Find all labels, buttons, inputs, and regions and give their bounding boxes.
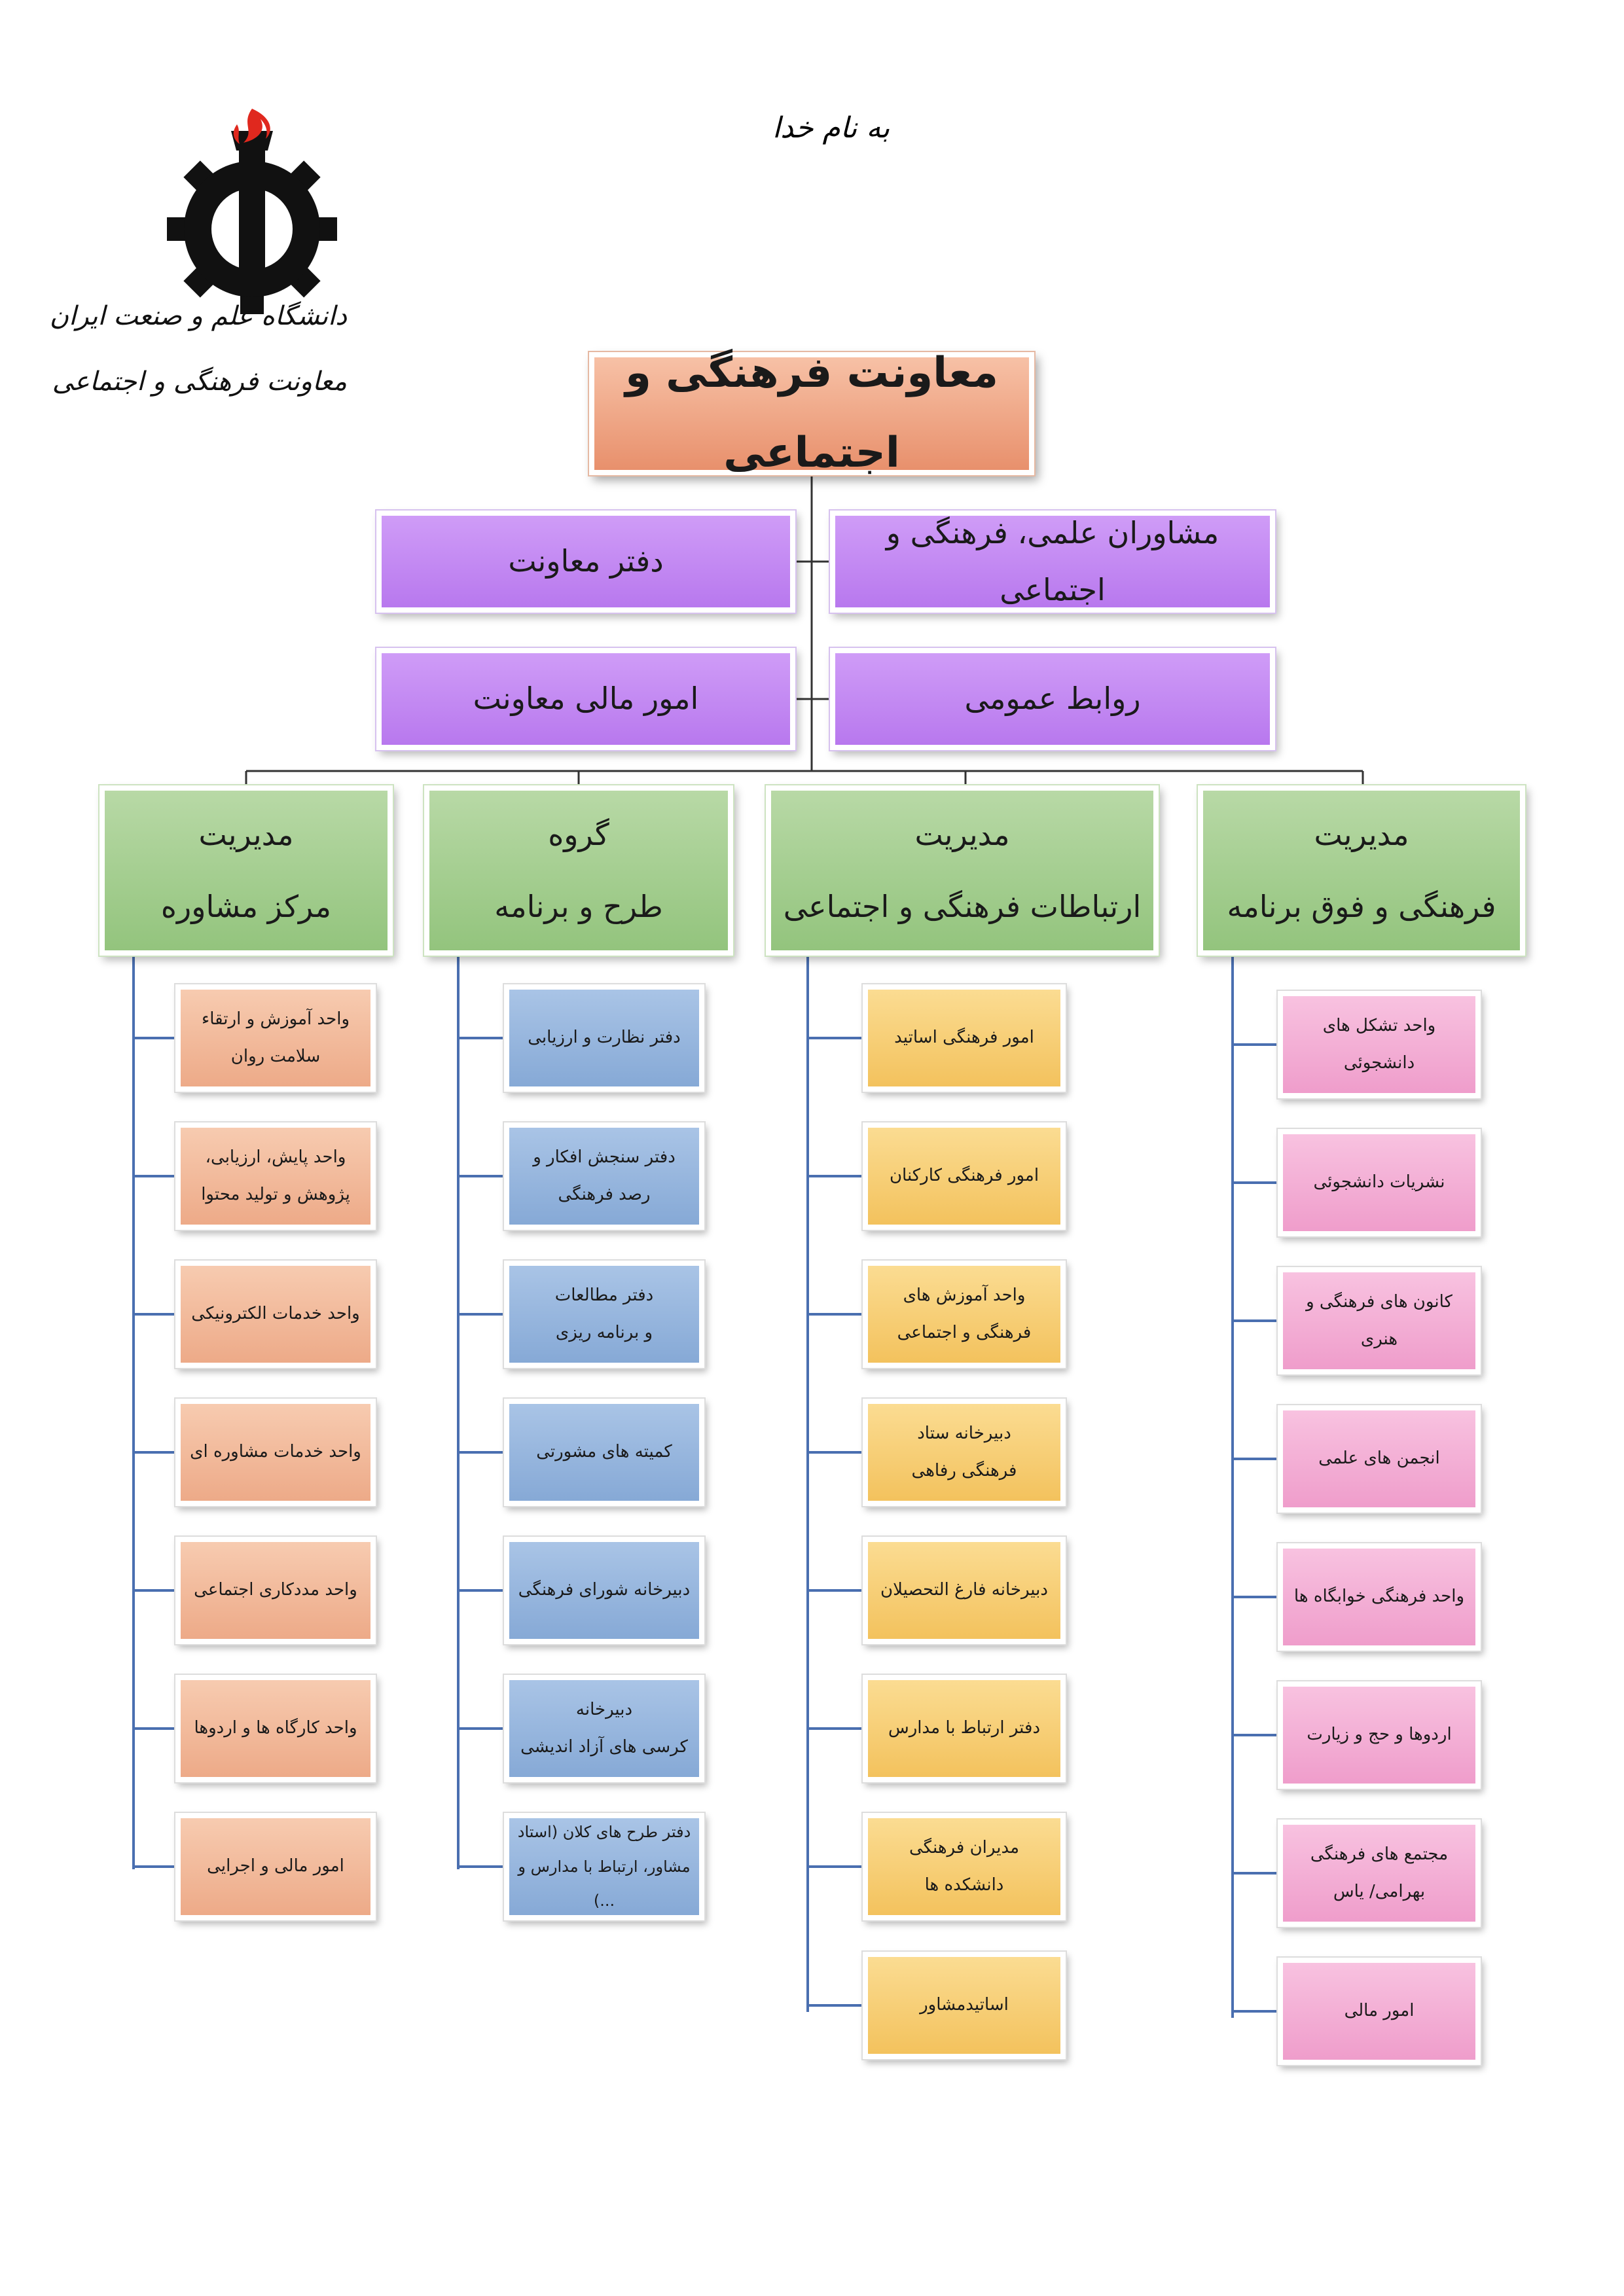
unit-line: نشریات دانشجوئی [1313,1172,1445,1193]
unit-line: دفتر طرح های کلان (استاد [517,1822,691,1841]
unit-box: امور فرهنگی کارکنان [863,1122,1066,1230]
unit-line: واحد تشکل های [1322,1015,1436,1035]
unit-line: انجمن های علمی [1318,1448,1440,1469]
root-box: معاونت فرهنگی و اجتماعی [589,349,1034,477]
unit-line: پژوهش و تولید محتوا [201,1185,350,1204]
dept-subtitle: طرح و برنامه [494,889,663,924]
unit-line: دانشکده ها [924,1875,1004,1895]
unit-line: واحد آموزش و ارتقاء [201,1009,350,1029]
unit-box: امور مالی و اجرایی [175,1813,376,1920]
public-relations-box: روابط عمومی [830,648,1275,750]
unit-box: اساتیدمشاور [863,1952,1066,2059]
unit-box: واحد تشکل های دانشجوئی [1278,991,1481,1098]
unit-line: واحد خدمات مشاوره ای [190,1442,361,1462]
unit-box: دفتر سنجش افکار و رصد فرهنگی [504,1122,704,1230]
unit-line: دبیرخانه [575,1699,633,1719]
unit-box: دفتر مطالعات و برنامه ریزی [504,1261,704,1368]
finance-box: امور مالی معاونت [376,648,795,750]
unit-box: دفتر طرح های کلان (استاد مشاور، ارتباط با… [504,1813,704,1920]
unit-line: دفتر ارتباط با مدارس [888,1718,1041,1738]
office-box: دفتر معاونت [376,511,795,613]
unit-line: امور فرهنگی اساتید [894,1028,1034,1048]
dept-subtitle: فرهنگی و فوق برنامه [1227,889,1496,924]
unit-line: مجتمع های فرهنگی [1310,1844,1449,1864]
unit-box: کمیته های مشورتی [504,1399,704,1506]
unit-box: نشریات دانشجوئی [1278,1129,1481,1236]
university-logo: دانشگاه علم و صنعت ایران معاونت فرهنگی و… [50,105,347,419]
unit-line: امور فرهنگی کارکنان [889,1166,1039,1186]
unit-line: بهرامی/ یاس [1333,1882,1426,1901]
unit-line: امور مالی [1344,2001,1415,2021]
advisors-box: مشاوران علمی، فرهنگی و اجتماعی [830,511,1275,613]
unit-line: دانشجوئی [1343,1053,1415,1073]
unit-box: واحد پایش، ارزیابی، پژوهش و تولید محتوا [175,1122,376,1230]
unit-box: انجمن های علمی [1278,1405,1481,1513]
dept-subtitle: مرکز مشاوره [160,889,332,924]
unit-box: واحد مددکاری اجتماعی [175,1537,376,1644]
dept-title: مدیریت [198,816,294,852]
unit-line: کانون های فرهنگی و هنری [1306,1291,1453,1349]
unit-line: واحد فرهنگی خوابگاه ها [1293,1587,1465,1607]
unit-box: دبیرخانه کرسی های آزاد اندیشی [504,1675,704,1782]
unit-line: و برنامه ریزی [555,1323,653,1342]
unit-line: سلامت روان [230,1047,321,1066]
unit-line: واحد خدمات الکترونیکی [191,1304,360,1324]
unit-box: واحد فرهنگی خوابگاه ها [1278,1543,1481,1651]
unit-box: کانون های فرهنگی و هنری [1278,1267,1481,1374]
unit-line: دبیرخانه فارغ التحصیلان [880,1580,1048,1600]
unit-line: دفتر مطالعات [554,1285,654,1305]
unit-line: کمیته های مشورتی [536,1442,672,1462]
unit-box: دفتر نظارت و ارزیابی [504,984,704,1092]
dept-title: مدیریت [1314,816,1409,852]
unit-line: دفتر نظارت و ارزیابی [528,1028,681,1048]
unit-line: مشاور، ارتباط با مدارس و ...) [518,1857,691,1910]
unit-box: اردوها و حج و زیارت [1278,1681,1481,1789]
unit-box: واحد آموزش های فرهنگی و اجتماعی [863,1261,1066,1368]
unit-box: واحد کارگاه ها و اردوها [175,1675,376,1782]
dept-communications-header: مدیریت ارتباطات فرهنگی و اجتماعی [766,785,1159,956]
unit-line: واحد کارگاه ها و اردوها [194,1718,357,1738]
unit-line: دفتر سنجش افکار و [533,1147,676,1167]
logo-deputy-name: معاونت فرهنگی و اجتماعی [52,367,347,397]
unit-box: دبیرخانه فارغ التحصیلان [863,1537,1066,1644]
unit-box: امور مالی [1278,1958,1481,2065]
unit-line: مدیران فرهنگی [909,1837,1020,1857]
unit-box: مجتمع های فرهنگی بهرامی/ یاس [1278,1820,1481,1927]
dept-title: مدیریت [914,816,1010,852]
unit-box: دبیرخانه ستاد فرهنگی رفاهی [863,1399,1066,1506]
dept-title: گروه [548,816,609,852]
unit-line: امور مالی و اجرایی [207,1856,344,1876]
dept-counseling-header: مدیریت مرکز مشاوره [99,785,393,956]
dept-planning-header: گروه طرح و برنامه [424,785,733,956]
dept-subtitle: ارتباطات فرهنگی و اجتماعی [783,889,1142,924]
unit-line: دبیرخانه شورای فرهنگی [518,1580,691,1600]
gear-torch-icon [167,109,337,314]
logo-university-name: دانشگاه علم و صنعت ایران [49,301,347,331]
unit-line: واحد آموزش های [903,1285,1026,1305]
unit-box: واحد خدمات الکترونیکی [175,1261,376,1368]
unit-box: دفتر ارتباط با مدارس [863,1675,1066,1782]
unit-line: واحد مددکاری اجتماعی [194,1580,357,1600]
unit-box: دبیرخانه شورای فرهنگی [504,1537,704,1644]
unit-line: فرهنگی رفاهی [911,1461,1017,1480]
unit-box: مدیران فرهنگی دانشکده ها [863,1813,1066,1920]
unit-box: واحد آموزش و ارتقاء سلامت روان [175,984,376,1092]
dept-cultural-header: مدیریت فرهنگی و فوق برنامه [1198,785,1525,956]
unit-line: واحد پایش، ارزیابی، [205,1147,346,1167]
unit-line: اردوها و حج و زیارت [1307,1725,1452,1745]
unit-line: فرهنگی و اجتماعی [897,1323,1032,1342]
unit-line: کرسی های آزاد اندیشی [520,1737,688,1757]
unit-line: دبیرخانه ستاد [917,1423,1011,1443]
unit-line: اساتیدمشاور [920,1995,1009,2015]
unit-box: امور فرهنگی اساتید [863,984,1066,1092]
unit-line: رصد فرهنگی [558,1185,651,1204]
bismillah-text: به نام خدا [772,111,890,145]
unit-box: واحد خدمات مشاوره ای [175,1399,376,1506]
